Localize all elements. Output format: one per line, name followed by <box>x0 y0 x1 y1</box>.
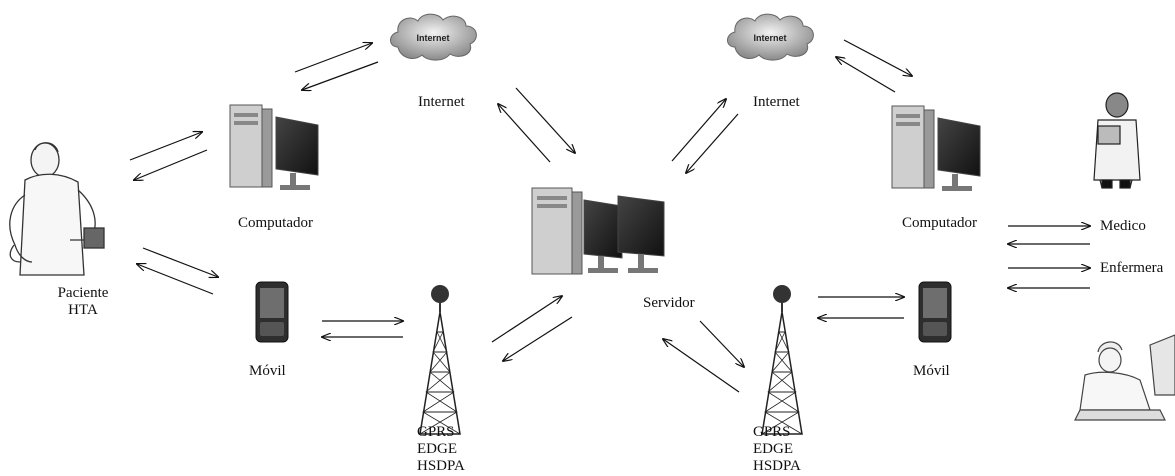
arrow <box>142 247 218 277</box>
paciente-label: Paciente HTA <box>48 285 118 319</box>
gprs-right-line-2: EDGE <box>753 441 793 457</box>
arrow <box>503 316 573 361</box>
paciente-line-2: HTA <box>68 302 98 318</box>
servidor-label: Servidor <box>643 295 695 311</box>
arrow <box>294 43 372 73</box>
gprs-right-line-1: GPRS <box>753 424 791 440</box>
arrow <box>129 132 202 161</box>
arrow <box>137 264 214 295</box>
arrow <box>843 39 912 76</box>
gprs-left-line-1: GPRS <box>417 424 455 440</box>
gprs-right-line-3: HSDPA <box>753 458 801 474</box>
gprs-edge-hsdpa-label-left: GPRS EDGE HSDPA <box>417 424 465 475</box>
nurse-figure-icon <box>1074 334 1175 421</box>
mobile-phone-icon-right <box>918 281 952 343</box>
computer-icon-right <box>891 105 981 191</box>
arrows <box>129 39 1090 393</box>
computer-icon-left <box>229 104 319 190</box>
internet-cloud-icon-left: Internet <box>390 13 477 61</box>
server-icon <box>531 187 665 275</box>
computador-label-right: Computador <box>902 215 977 231</box>
arrow <box>491 296 562 343</box>
arrow <box>302 61 379 90</box>
medico-label: Medico <box>1100 218 1146 234</box>
paciente-line-1: Paciente <box>57 285 109 301</box>
movil-label-left: Móvil <box>249 363 286 379</box>
arrow <box>671 99 726 162</box>
mobile-phone-icon-left <box>255 281 289 343</box>
internet-label-left: Internet <box>418 94 465 110</box>
antenna-tower-icon-left <box>419 285 461 435</box>
enfermera-label: Enfermera <box>1100 260 1164 276</box>
patient-figure-icon <box>9 142 105 276</box>
gprs-edge-hsdpa-label-right: GPRS EDGE HSDPA <box>753 424 801 475</box>
movil-label-right: Móvil <box>913 363 950 379</box>
antenna-tower-icon-right <box>761 285 803 435</box>
internet-label-right: Internet <box>753 94 800 110</box>
arrow <box>498 104 551 163</box>
arrow <box>699 320 744 367</box>
gprs-left-line-3: HSDPA <box>417 458 465 474</box>
gprs-left-line-2: EDGE <box>417 441 457 457</box>
internet-cloud-icon-right: Internet <box>727 13 814 61</box>
cloud-text-right: Internet <box>753 33 786 43</box>
arrow <box>836 57 896 93</box>
computador-label-left: Computador <box>238 215 313 231</box>
arrow <box>663 339 740 393</box>
arrow <box>686 113 739 173</box>
cloud-text-left: Internet <box>416 33 449 43</box>
doctor-figure-icon <box>1093 92 1141 189</box>
arrow <box>134 149 208 180</box>
arrow <box>515 87 575 153</box>
